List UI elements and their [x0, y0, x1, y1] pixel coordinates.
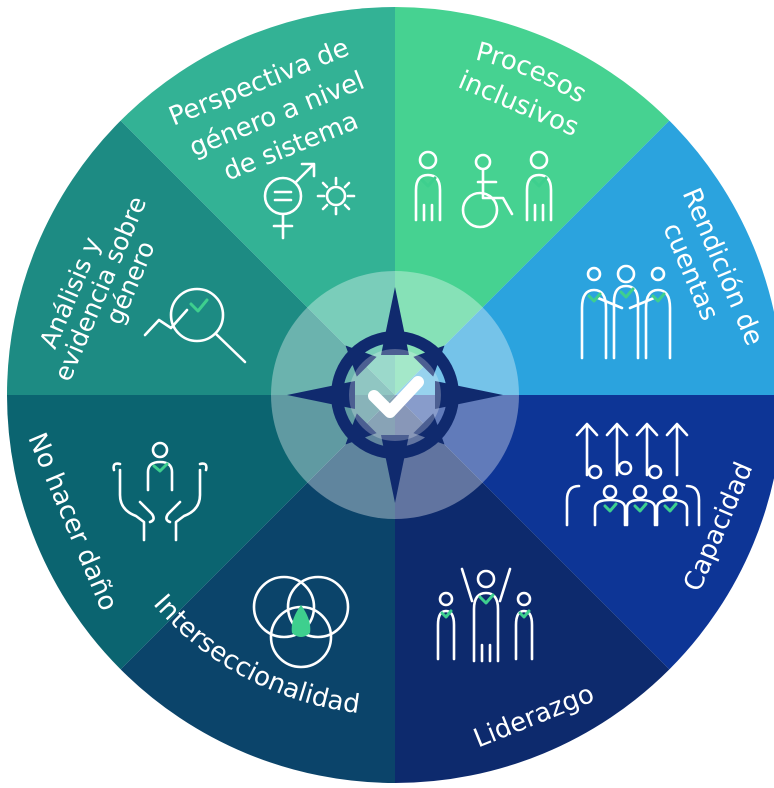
- do-no-harm-hands-icon: [112, 441, 208, 542]
- wheel-sectors: [7, 7, 774, 783]
- sector-gender-analysis: [7, 120, 395, 395]
- sector-capacity: [395, 395, 774, 670]
- hub-ring: [271, 271, 519, 519]
- compass-star-icon: [287, 287, 503, 503]
- compass-core: [349, 349, 441, 441]
- compass-point: [287, 381, 355, 409]
- intersectionality-venn-icon: [252, 575, 350, 669]
- sector-inclusive-processes: [395, 7, 670, 395]
- compass-point: [381, 435, 409, 503]
- sector-intersectionality: [120, 395, 395, 783]
- compass-point: [345, 345, 377, 377]
- analysis-magnifier-icon: [143, 287, 247, 364]
- compass-point: [413, 413, 445, 445]
- compass-hub: [271, 271, 519, 519]
- capacity-growth-icon: [565, 422, 701, 527]
- compass-point: [413, 345, 445, 377]
- accountability-group-icon: [580, 264, 672, 360]
- compass-point: [381, 287, 409, 355]
- segment-icons: [112, 150, 701, 669]
- sector-system-gender-perspective: [120, 7, 395, 395]
- compass-point: [435, 381, 503, 409]
- leadership-icon: [436, 567, 534, 663]
- sector-accountability: [395, 120, 774, 395]
- sector-do-no-harm: [7, 395, 395, 670]
- gender-gear-icon: [263, 162, 356, 240]
- inclusive-people-icon: [414, 150, 553, 229]
- compass-point: [345, 413, 377, 445]
- sector-leadership: [395, 395, 670, 783]
- check-icon: [368, 376, 424, 418]
